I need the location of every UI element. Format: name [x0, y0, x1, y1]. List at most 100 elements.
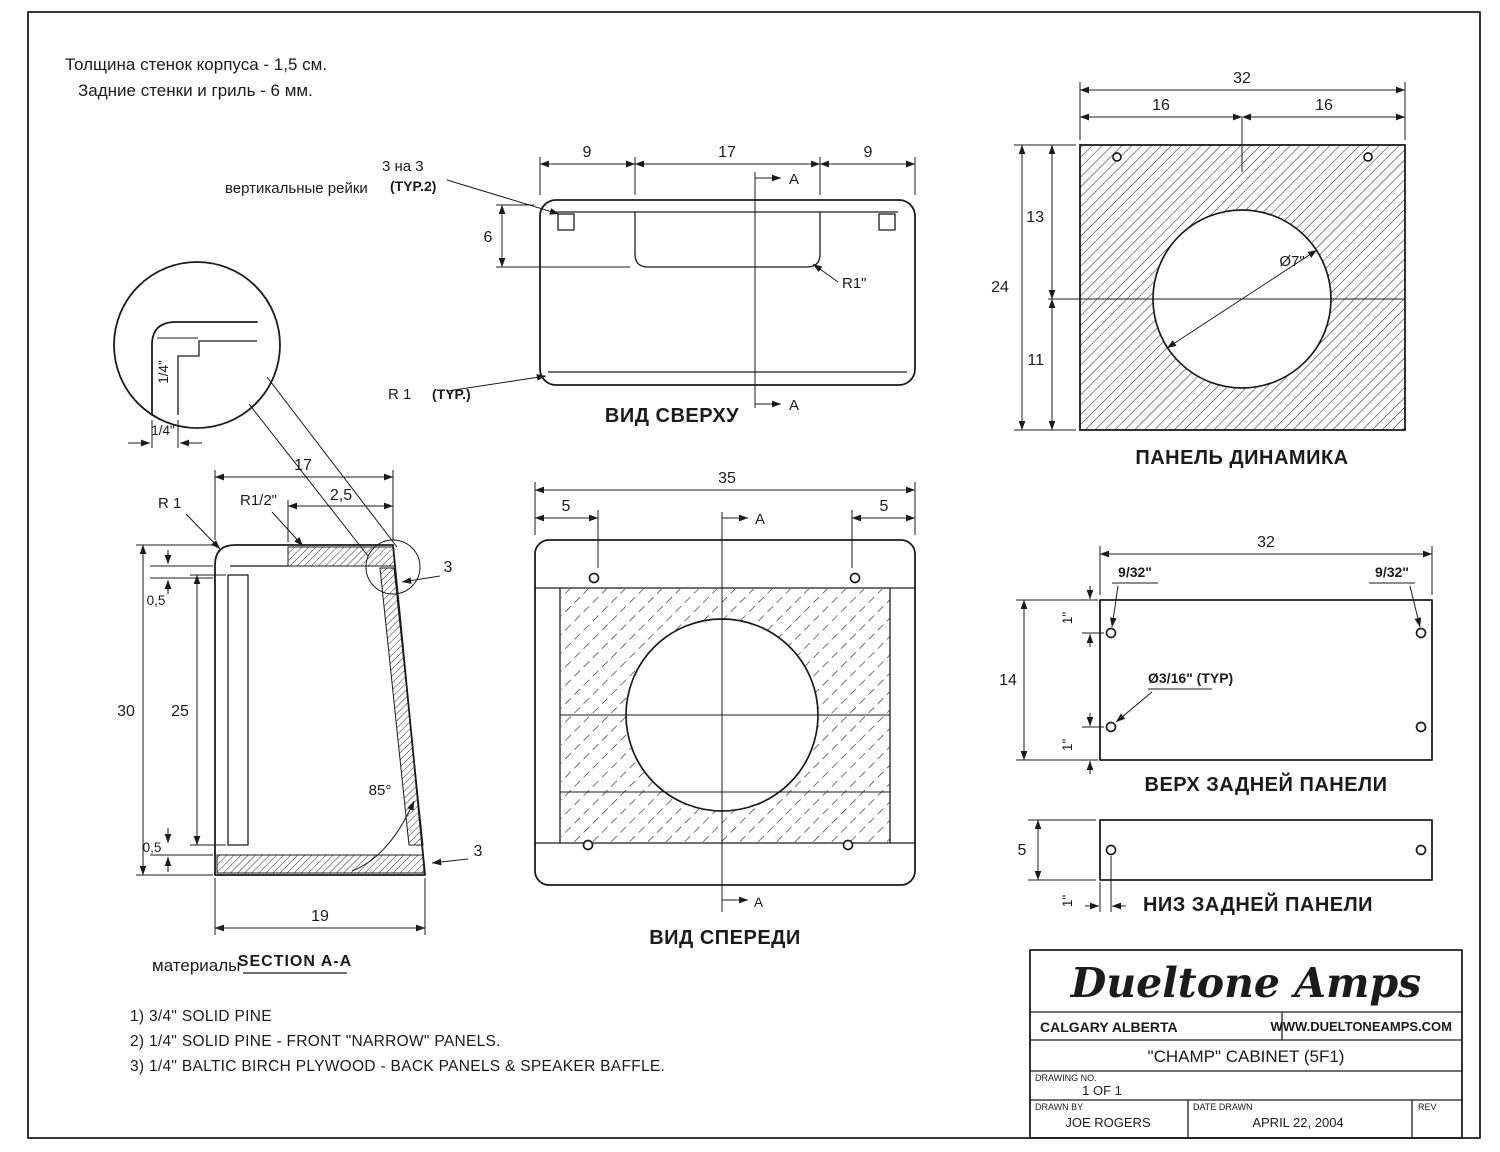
screw-hole — [842, 839, 854, 851]
dim-30: 30 — [117, 703, 135, 720]
dim-05-top: 0,5 — [147, 593, 166, 608]
rev-label: REV — [1418, 1102, 1437, 1112]
screw-hole — [1105, 844, 1117, 856]
page-border — [27, 11, 1481, 1139]
screw-hole — [1415, 844, 1427, 856]
drawing-no-label: DRAWING NO. — [1035, 1073, 1097, 1083]
drawn-by: JOE ROGERS — [1065, 1115, 1151, 1130]
dim-32-back: 32 — [1257, 534, 1275, 551]
title-block-border — [1029, 949, 1463, 1139]
radius-note: R 1 — [388, 386, 411, 403]
leader-radius-front — [271, 511, 304, 547]
detail-leader-1 — [248, 403, 369, 557]
screw-hole — [588, 572, 600, 584]
front-view-title: ВИД СПЕРЕДИ — [649, 927, 801, 949]
section-bottom-rail — [216, 854, 425, 874]
section-marker-top: A — [789, 171, 799, 188]
section-front-panel — [379, 567, 424, 846]
dim-1in-back-bottom: 1" — [1060, 895, 1075, 908]
detail-outer-corner — [151, 321, 258, 416]
rails-size: 3 на 3 — [382, 158, 424, 175]
rails-typ: (TYP.2) — [390, 178, 436, 194]
section-view: 17 2,5 R 1 R1/2" 3 0,5 30 25 85° 0,5 3 — [117, 457, 483, 974]
date-drawn: APRIL 22, 2004 — [1252, 1115, 1343, 1130]
back-top-panel-view: 32 9/32" 9/32" 1" 1" 14 Ø3/16" (TYP) ВЕР… — [999, 534, 1433, 796]
leader-3-bottom — [431, 858, 469, 866]
angle-85: 85° — [369, 782, 392, 799]
section-marker-bottom: A — [789, 397, 799, 414]
leader-hole-right — [1409, 585, 1422, 628]
screw-hole — [1105, 721, 1117, 733]
rail-right — [878, 213, 896, 231]
drawing-no: 1 OF 1 — [1082, 1083, 1122, 1098]
dim-9-left: 9 — [583, 144, 592, 161]
dim-2-5: 2,5 — [330, 487, 352, 504]
screw-hole — [1112, 152, 1122, 162]
front-view: A A 35 5 5 ВИД СПЕРЕДИ — [534, 470, 916, 949]
front-section-marker-bottom: A — [754, 895, 763, 910]
materials-item-2: 2) 1/4" SOLID PINE - FRONT "NARROW" PANE… — [130, 1033, 501, 1050]
detail-wall-dim-outer: 1/4" — [151, 423, 175, 438]
dim-5-right: 5 — [880, 498, 889, 515]
leader-r1 — [812, 263, 839, 283]
section-top-rail — [287, 546, 396, 567]
leader-rails — [446, 179, 560, 215]
detail-wall-dim: 1/4" — [156, 360, 171, 384]
company-website: WWW.DUELTONEAMPS.COM — [1270, 1019, 1452, 1034]
leader-radius-note — [447, 374, 547, 392]
dim-14: 14 — [999, 672, 1017, 689]
speaker-panel-title: ПАНЕЛЬ ДИНАМИКА — [1135, 447, 1348, 469]
detail-joint-step — [177, 340, 257, 415]
dim-16-right: 16 — [1315, 97, 1333, 114]
section-outline — [214, 544, 426, 876]
top-view-outline — [539, 199, 916, 386]
company-location: CALGARY ALBERTA — [1040, 1019, 1178, 1035]
screw-hole — [1105, 627, 1117, 639]
front-section-marker-top: A — [755, 511, 765, 528]
detail-leader-2 — [266, 376, 398, 548]
dim-13: 13 — [1026, 209, 1044, 226]
materials-heading: материалы — [152, 956, 240, 975]
note-back-walls: Задние стенки и гриль - 6 мм. — [78, 81, 313, 100]
dim-3-top: 3 — [444, 559, 453, 576]
screw-hole — [849, 572, 861, 584]
dim-32: 32 — [1233, 70, 1251, 87]
dim-5-back: 5 — [1018, 842, 1027, 859]
leader-hole-left — [1109, 585, 1119, 628]
notes: Толщина стенок корпуса - 1,5 см. Задние … — [65, 55, 327, 100]
note-wall-thickness: Толщина стенок корпуса - 1,5 см. — [65, 55, 327, 74]
radius-top: R 1 — [158, 495, 181, 512]
radius-front: R1/2" — [240, 492, 277, 509]
drawn-by-label: DRAWN BY — [1035, 1102, 1083, 1112]
materials-item-1: 1) 3/4" SOLID PINE — [130, 1008, 272, 1025]
dim-16-left: 16 — [1152, 97, 1170, 114]
rails-label: вертикальные рейки — [225, 180, 368, 197]
leader-radius-top — [185, 513, 221, 550]
dim-17: 17 — [718, 144, 736, 161]
dim-dia-7: Ø7" — [1279, 253, 1304, 270]
dim-3-bottom: 3 — [474, 843, 483, 860]
dim-35: 35 — [718, 470, 736, 487]
top-view-title: ВИД СВЕРХУ — [605, 405, 739, 427]
dim-6: 6 — [484, 229, 493, 246]
dim-19: 19 — [311, 908, 329, 925]
company-name: Dueltone Amps — [1070, 959, 1421, 1007]
dim-11: 11 — [1027, 352, 1044, 369]
dim-1in-top: 1" — [1060, 612, 1075, 625]
back-bottom-panel-view: 5 1" НИЗ ЗАДНЕЙ ПАНЕЛИ — [1018, 819, 1433, 916]
hole-offset-right: 9/32" — [1375, 564, 1409, 580]
leader-hole-dia — [1115, 691, 1153, 723]
screw-hole — [1415, 627, 1427, 639]
screw-hole — [1363, 152, 1373, 162]
hole-offset-left: 9/32" — [1118, 564, 1152, 580]
corner-detail-view: 1/4" 1/4" — [113, 261, 398, 557]
radius-r1: R1" — [842, 275, 867, 292]
speaker-panel-view: Ø7" 32 16 16 24 13 11 ПАНЕЛЬ ДИНАМИКА — [991, 70, 1406, 469]
dim-25: 25 — [171, 703, 189, 720]
drawing-title: "CHAMP" CABINET (5F1) — [1148, 1047, 1345, 1066]
angle-arc — [351, 800, 415, 872]
dim-9-right: 9 — [864, 144, 873, 161]
radius-note-typ: (TYP.) — [432, 386, 471, 402]
materials-item-3: 3) 1/4" BALTIC BIRCH PLYWOOD - BACK PANE… — [130, 1058, 665, 1075]
